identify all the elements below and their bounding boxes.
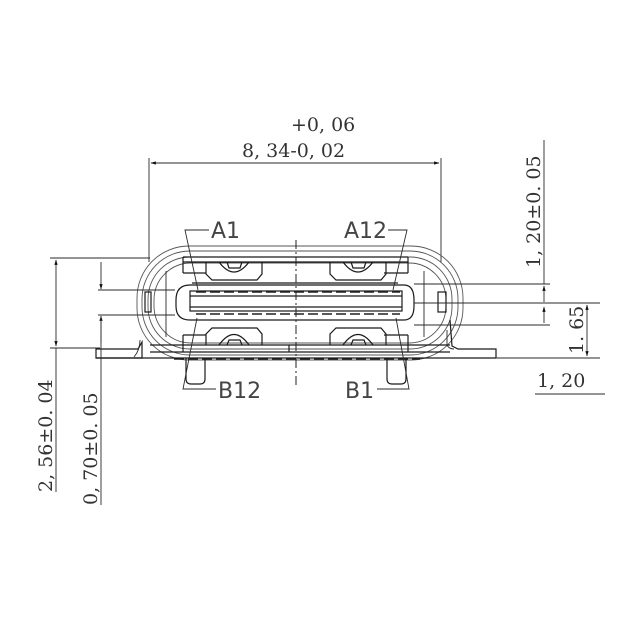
top-contact-left bbox=[205, 261, 263, 281]
pin-label-b1: B1 bbox=[345, 317, 410, 404]
pin-label-b12: B12 bbox=[182, 317, 261, 404]
pin-label-a12: A12 bbox=[344, 219, 408, 291]
svg-text:B12: B12 bbox=[218, 379, 261, 404]
bottom-body-lines bbox=[150, 334, 450, 360]
bottom-contact-left bbox=[205, 327, 263, 346]
width-tolerance-upper: +0, 06 bbox=[291, 114, 355, 136]
right-bottom-dim: 1, 20 bbox=[537, 370, 585, 392]
total-height-dim: 2, 56±0. 04 bbox=[35, 379, 57, 492]
solder-legs bbox=[185, 358, 407, 385]
mounting-flanges bbox=[95, 319, 497, 359]
svg-text:A12: A12 bbox=[344, 219, 387, 244]
extension-lines bbox=[50, 257, 600, 359]
right-tongue-dim: 1. 65 bbox=[566, 306, 588, 354]
width-value: 8, 34-0, 02 bbox=[242, 140, 345, 162]
top-contact-right bbox=[329, 261, 387, 281]
bottom-contact-right bbox=[329, 327, 387, 346]
right-height-dim: 1, 20±0. 05 bbox=[523, 155, 545, 268]
svg-text:A1: A1 bbox=[211, 219, 240, 244]
left-dimensions: 2, 56±0. 04 0, 70±0. 05 bbox=[35, 259, 103, 505]
svg-text:B1: B1 bbox=[345, 379, 374, 404]
tongue-thickness-dim: 0, 70±0. 05 bbox=[80, 392, 102, 505]
pin-label-a1: A1 bbox=[184, 219, 240, 291]
tongue bbox=[175, 284, 415, 321]
width-dimension: +0, 06 8, 34-0, 02 bbox=[148, 114, 442, 262]
right-dimensions: 1, 20±0. 05 1. 65 1, 20 bbox=[523, 140, 605, 395]
